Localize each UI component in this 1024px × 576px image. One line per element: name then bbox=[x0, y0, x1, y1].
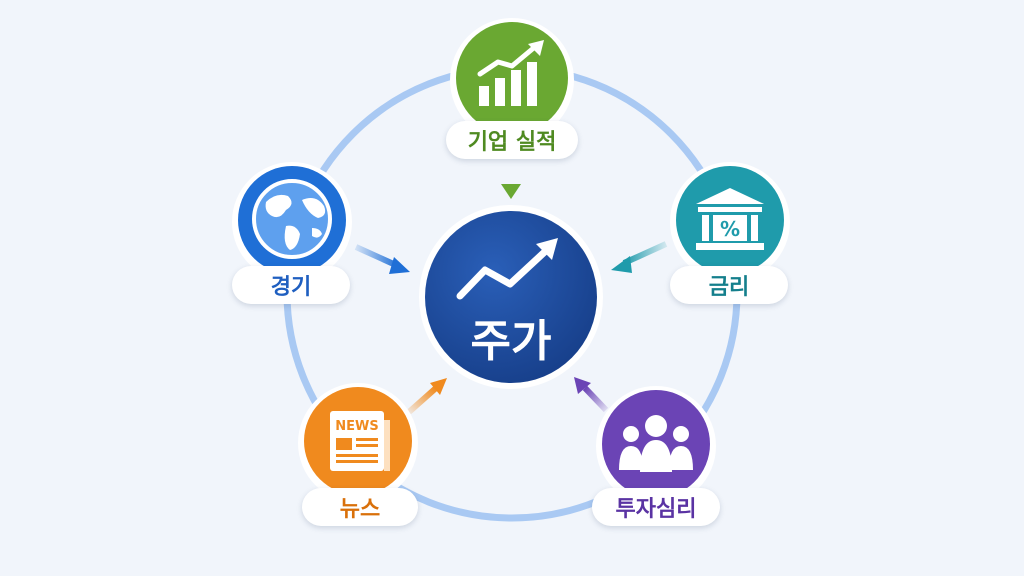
node-economy bbox=[232, 162, 352, 282]
arrow-earnings-to-center bbox=[501, 163, 521, 199]
node-rates: % bbox=[670, 162, 790, 282]
newspaper-icon-text: NEWS bbox=[335, 419, 378, 434]
newspaper-icon: NEWS bbox=[330, 411, 390, 471]
trend-up-icon bbox=[456, 238, 558, 300]
arrow-news-to-center bbox=[407, 378, 447, 415]
node-earnings bbox=[450, 18, 574, 142]
label-news: 뉴스 bbox=[302, 488, 418, 526]
label-economy: 경기 bbox=[232, 266, 350, 304]
label-rates: 금리 bbox=[670, 266, 788, 304]
arrow-rates-to-center bbox=[611, 241, 668, 273]
label-sentiment: 투자심리 bbox=[592, 488, 720, 526]
center-label: 주가 bbox=[470, 316, 552, 367]
node-news: NEWS bbox=[298, 383, 418, 503]
bar-chart-up-icon bbox=[477, 40, 544, 106]
people-group-icon bbox=[619, 415, 693, 472]
arrow-sentiment-to-center bbox=[574, 377, 609, 413]
globe-icon bbox=[252, 179, 332, 259]
arrow-economy-to-center bbox=[354, 244, 410, 274]
svg-text:%: % bbox=[720, 217, 740, 241]
center-node-stock-price bbox=[419, 205, 603, 389]
node-sentiment bbox=[596, 386, 716, 506]
label-earnings: 기업 실적 bbox=[446, 121, 578, 159]
bank-percent-icon: % bbox=[696, 188, 764, 250]
